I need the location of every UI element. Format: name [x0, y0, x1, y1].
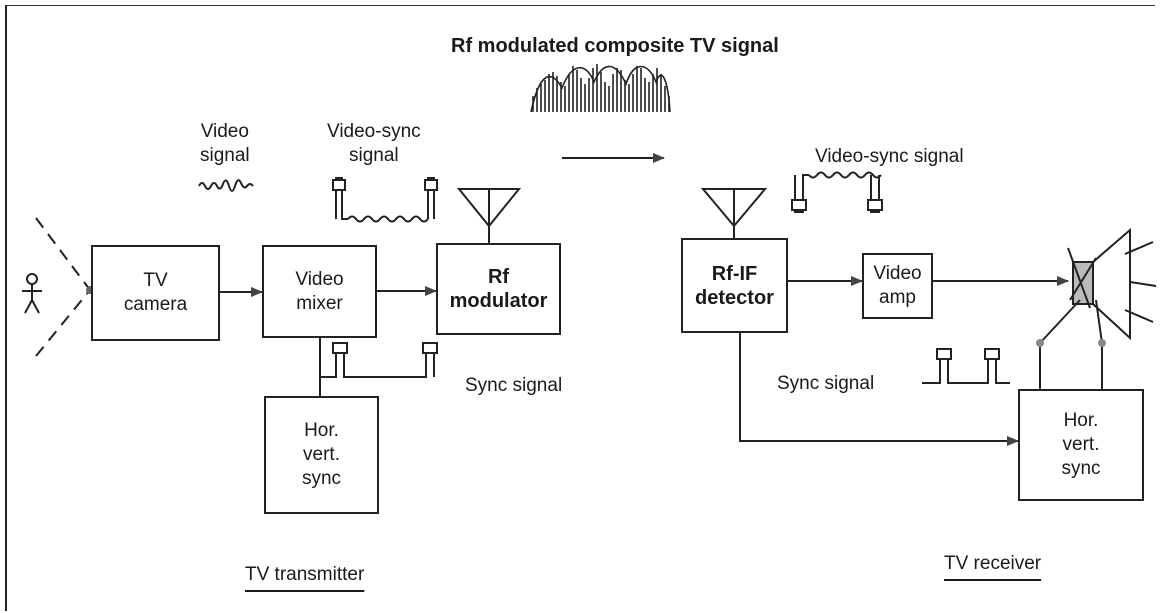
rf-composite-waveform [530, 64, 671, 113]
detector-to-sync-arrow [739, 332, 1019, 446]
video-amp-block: Video amp [862, 253, 933, 319]
diagram-frame [5, 5, 1155, 611]
rx-video-sync-waveform [791, 171, 883, 213]
tv-transmitter-section-label: TV transmitter [245, 564, 365, 585]
crt-icon [1067, 227, 1131, 341]
rx-sync-waveform [922, 348, 1010, 384]
tx-sync-signal-label: Sync signal [465, 375, 563, 396]
person-icon [22, 273, 42, 314]
tx-sync-waveform [320, 342, 438, 378]
tv-camera-block: TV camera [91, 245, 220, 341]
rx-video-sync-label: Video-sync signal [815, 146, 964, 167]
video-mixer-block: Video mixer [262, 245, 377, 338]
receiver-antenna-icon [700, 188, 768, 238]
deflection-wiring [1036, 299, 1106, 389]
crt-light-rays-icon [1124, 241, 1157, 323]
rf-if-detector-block: Rf-IF detector [681, 238, 788, 333]
transmitter-antenna-icon [456, 188, 522, 244]
rf-modulator-block: Rf modulator [436, 243, 561, 335]
camera-view-cone [35, 217, 91, 357]
tx-video-sync-label: Video-sync signal [327, 121, 421, 166]
rx-sync-signal-label: Sync signal [777, 373, 875, 394]
video-signal-label: Video signal [200, 121, 250, 166]
video-signal-waveform [198, 179, 254, 192]
tx-sync-generator-block: Hor. vert. sync [264, 396, 379, 514]
diagram-title: Rf modulated composite TV signal [451, 35, 779, 57]
tv-receiver-section-label: TV receiver [944, 553, 1042, 574]
tx-video-sync-waveform [332, 177, 438, 223]
rx-sync-processor-block: Hor. vert. sync [1018, 389, 1144, 501]
